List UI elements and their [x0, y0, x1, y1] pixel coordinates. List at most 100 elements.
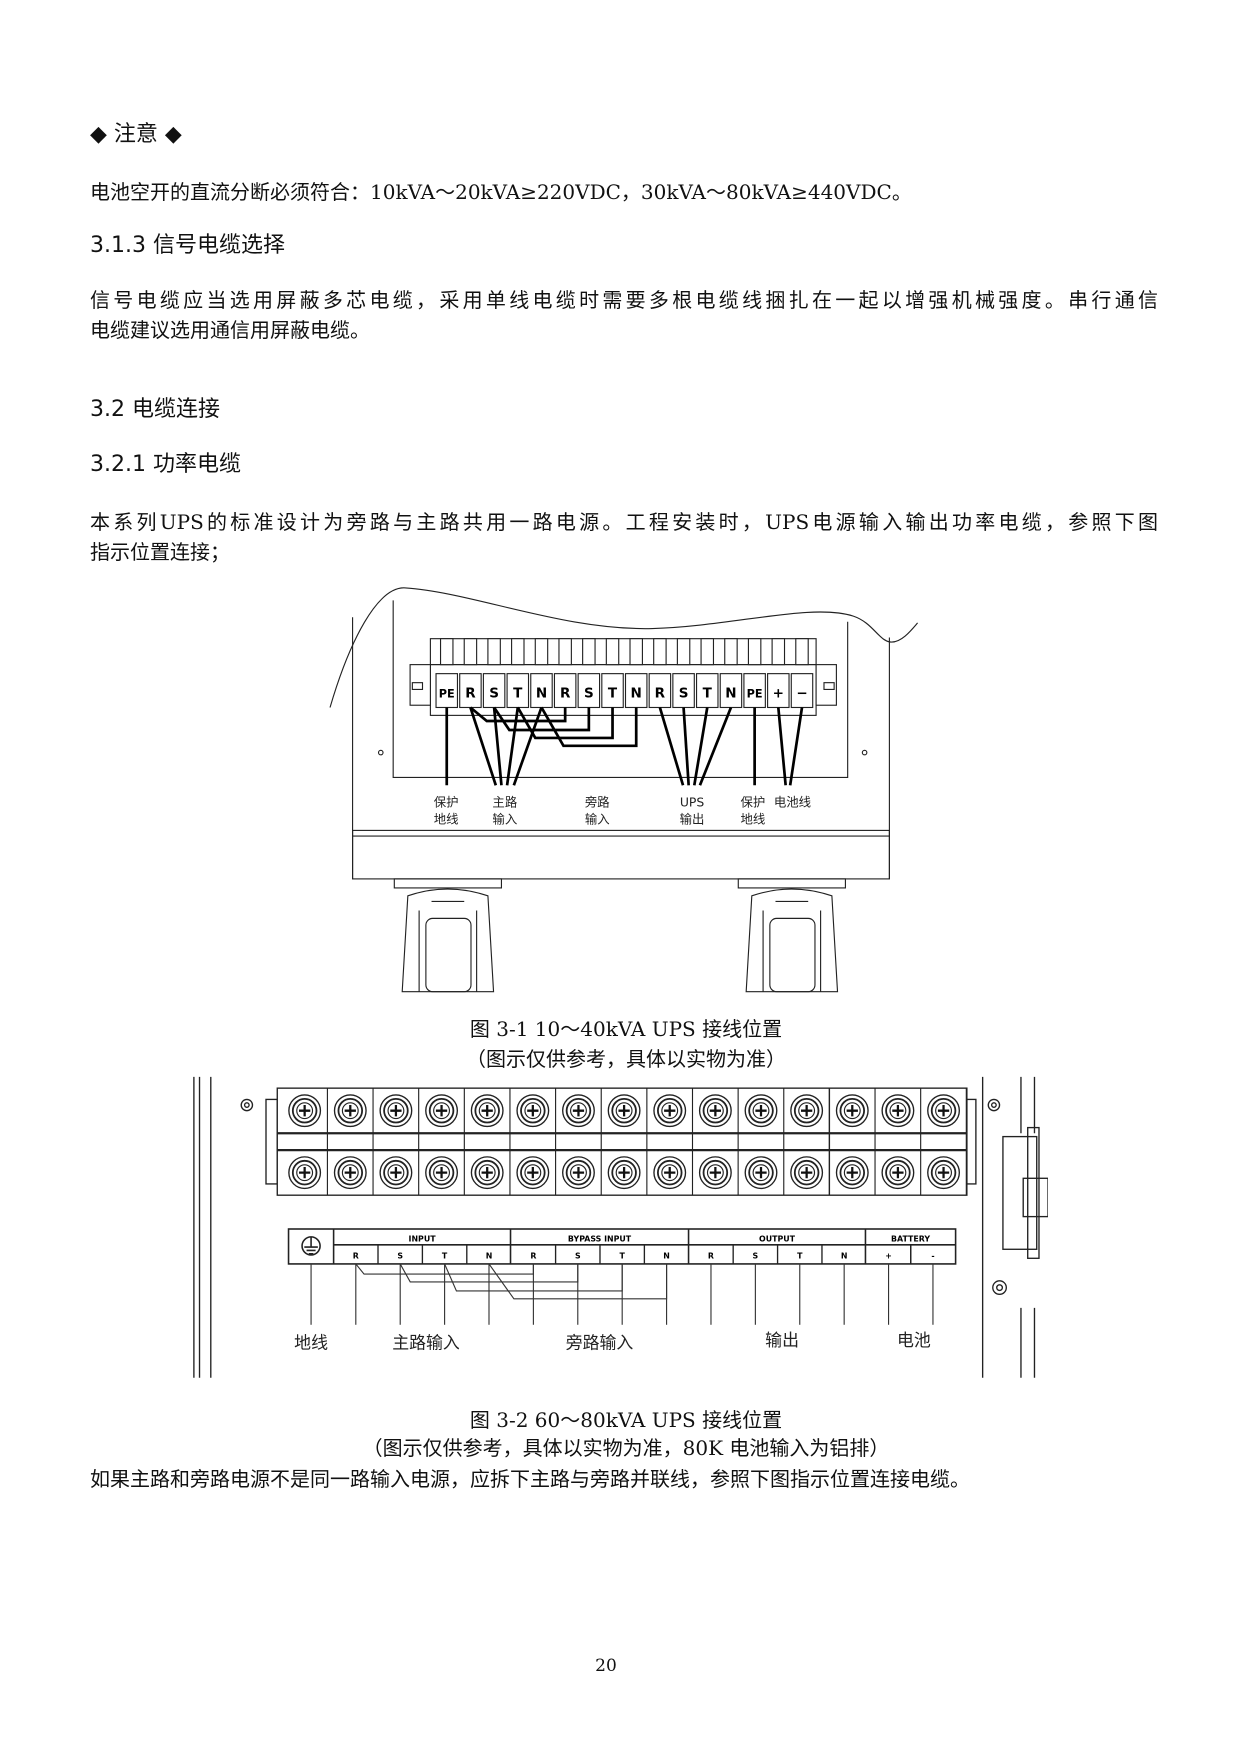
screw-icon — [927, 1094, 960, 1128]
terminal-label: - — [931, 1251, 934, 1260]
label-pe-1: 地线 — [434, 812, 459, 827]
terminal-label: N — [631, 685, 642, 701]
paragraph-line: 指示位置连接； — [90, 540, 230, 564]
paragraph-line: 电缆建议选用通信用屏蔽电缆。 — [90, 318, 370, 342]
figure-1-caption: 图 3-1 10～40kVA UPS 接线位置 — [469, 1017, 783, 1041]
terminal-label: R — [353, 1251, 359, 1260]
terminal-label: S — [679, 685, 689, 701]
screw-icon — [698, 1156, 732, 1190]
terminal-label: S — [753, 1251, 759, 1260]
group-label: BATTERY — [891, 1234, 930, 1243]
terminal-label: R — [708, 1251, 714, 1260]
heading-3-1-3: 3.1.3 信号电缆选择 — [90, 233, 285, 258]
screw-icon — [379, 1094, 413, 1128]
terminal: R — [459, 638, 482, 709]
label-battery: 电池 — [897, 1330, 931, 1350]
terminal-label: PE — [439, 687, 455, 700]
terminal-label: S — [584, 685, 594, 701]
screw-icon — [790, 1156, 824, 1190]
label-output: 输出 — [765, 1330, 799, 1350]
label-bypass-input: 旁路 — [585, 795, 610, 810]
label-pe-1: 保护 — [434, 795, 459, 810]
terminal-label: N — [486, 1251, 493, 1260]
screw-icon — [516, 1094, 550, 1128]
screw-icon — [607, 1094, 641, 1128]
screw-icon — [607, 1156, 641, 1190]
terminal: PE — [435, 638, 459, 709]
terminal-label: T — [513, 685, 523, 701]
label-ground: 地线 — [294, 1332, 328, 1352]
figure-2-wiring-diagram: INPUT BYPASS INPUT OUTPUT BATTERY R S T N R S T N R S… — [193, 1076, 1048, 1378]
label-bypass-input: 旁路输入 — [566, 1332, 634, 1352]
terminal-label: S — [397, 1251, 403, 1260]
terminal-label: S — [575, 1251, 581, 1260]
label-ups-output: 输出 — [680, 812, 705, 827]
screw-icon — [653, 1156, 687, 1190]
screw-icon — [744, 1094, 778, 1128]
terminal: + — [767, 638, 790, 709]
terminal-label: T — [703, 685, 713, 701]
heading-3-2: 3.2 电缆连接 — [90, 397, 220, 422]
terminal-label: PE — [747, 687, 763, 700]
terminal-label: + — [773, 685, 784, 701]
terminal-label: + — [885, 1251, 892, 1260]
screw-icon — [333, 1094, 367, 1128]
screw-icon — [790, 1094, 824, 1128]
label-main-input: 输入 — [492, 812, 517, 827]
terminal-label: N — [663, 1251, 670, 1260]
figure-1-note: （图示仅供参考，具体以实物为准） — [466, 1047, 786, 1071]
label-pe-2: 地线 — [741, 812, 766, 827]
label-bypass-input: 输入 — [585, 812, 610, 827]
screw-icon — [835, 1094, 869, 1128]
terminal-label: T — [797, 1251, 803, 1260]
terminal: R — [648, 638, 672, 709]
screw-icon — [425, 1094, 459, 1128]
terminal: T — [601, 638, 624, 709]
label-ups-output: UPS — [680, 795, 705, 810]
terminal-label: R — [465, 685, 476, 701]
terminal-label: R — [530, 1251, 536, 1260]
terminal-label: T — [619, 1251, 625, 1260]
figure-2-note: （图示仅供参考，具体以实物为准，80K 电池输入为铝排） — [362, 1436, 890, 1460]
terminal-label: N — [725, 685, 736, 701]
screw-icon — [516, 1156, 550, 1190]
label-battery: 电池线 — [774, 795, 811, 810]
terminal-label: R — [560, 685, 571, 701]
screw-icon — [379, 1156, 413, 1190]
terminal: − — [790, 638, 814, 709]
closing-paragraph: 如果主路和旁路电源不是同一路输入电源，应拆下主路与旁路并联线，参照下图指示位置连… — [90, 1467, 970, 1491]
terminal: N — [719, 638, 743, 709]
screw-icon — [744, 1156, 778, 1190]
terminal-label: R — [655, 685, 666, 701]
screw-icon — [881, 1156, 915, 1190]
figure-1-wires — [445, 706, 804, 786]
terminal-label: T — [608, 685, 618, 701]
paragraph-line: 信号电缆应当选用屏蔽多芯电缆，采用单线电缆时需要多根电缆线捆扎在一起以增强机械强… — [90, 288, 1158, 312]
screw-icon — [653, 1094, 687, 1128]
label-pe-2: 保护 — [741, 795, 766, 810]
screw-icon — [562, 1094, 595, 1128]
screw-icon — [835, 1156, 869, 1190]
terminal: T — [506, 638, 530, 709]
notice-title: ◆ 注意 ◆ — [90, 122, 182, 147]
group-label: BYPASS INPUT — [568, 1234, 632, 1243]
screw-icon — [425, 1156, 459, 1190]
figure-2-caption: 图 3-2 60～80kVA UPS 接线位置 — [469, 1408, 783, 1432]
terminal: N — [624, 638, 648, 709]
terminal-label: S — [489, 685, 499, 701]
group-label: INPUT — [409, 1234, 437, 1243]
screw-icon — [562, 1156, 595, 1190]
screw-icon — [470, 1156, 504, 1190]
terminal: T — [695, 638, 719, 709]
screw-icon — [927, 1156, 960, 1190]
group-label: OUTPUT — [759, 1234, 796, 1243]
terminal-label: − — [796, 685, 807, 701]
terminal-label: T — [442, 1251, 448, 1260]
terminal: N — [530, 638, 553, 709]
heading-3-2-1: 3.2.1 功率电缆 — [90, 452, 241, 477]
terminal: S — [577, 638, 601, 709]
label-main-input: 主路输入 — [392, 1332, 460, 1352]
terminal-label: N — [536, 685, 547, 701]
terminal: S — [482, 638, 506, 709]
